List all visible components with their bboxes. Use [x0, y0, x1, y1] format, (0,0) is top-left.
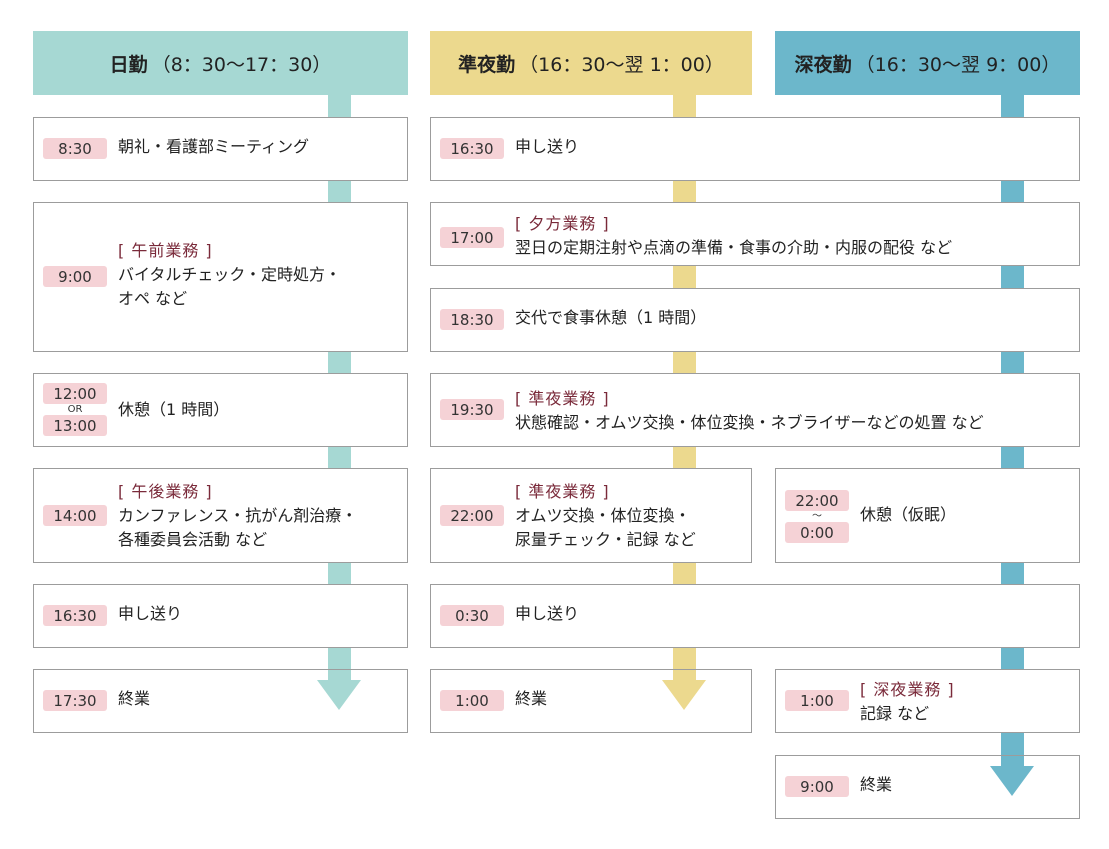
step-description: 申し送り	[515, 602, 1073, 626]
schedule-step: 17:00 [ 夕方業務 ] 翌日の定期注射や点滴の準備・食事の介助・内服の配役…	[430, 202, 1080, 266]
schedule-step: 1:00 終業	[430, 669, 752, 733]
step-description: 終業	[118, 687, 401, 711]
step-description: 朝礼・看護部ミーティング	[118, 135, 401, 159]
step-line: 記録 など	[860, 704, 930, 723]
step-description: 申し送り	[118, 602, 401, 626]
schedule-step: 22:00 〜 0:00 休憩（仮眠）	[775, 468, 1080, 563]
time-badge: 0:30	[440, 605, 504, 626]
evening-shift-title: 準夜勤	[458, 53, 516, 76]
step-description: [ 午前業務 ] バイタルチェック・定時処方・ オペ など	[118, 239, 401, 311]
step-description: 交代で食事休憩（1 時間）	[515, 306, 1073, 330]
step-line: 申し送り	[515, 137, 580, 156]
time-badge: 22:00	[785, 490, 849, 511]
night-shift-header: 深夜勤（16：30〜翌 9：00）	[775, 31, 1080, 95]
time-badge: 16:30	[440, 138, 504, 159]
day-shift-arrow-head	[317, 680, 361, 710]
time-badge: 0:00	[785, 522, 849, 543]
step-description: 申し送り	[515, 135, 1073, 159]
schedule-step: 1:00 [ 深夜業務 ] 記録 など	[775, 669, 1080, 733]
evening-shift-hours: （16：30〜翌 1：00）	[519, 53, 724, 76]
step-description: [ 準夜業務 ] 状態確認・オムツ交換・体位変換・ネブライザーなどの処置 など	[515, 387, 1073, 435]
step-line: バイタルチェック・定時処方・	[118, 265, 342, 284]
schedule-step: 19:30 [ 準夜業務 ] 状態確認・オムツ交換・体位変換・ネブライザーなどの…	[430, 373, 1080, 447]
schedule-step: 16:30 申し送り	[33, 584, 408, 648]
step-line: オムツ交換・体位変換・	[515, 506, 691, 525]
time-badge: 17:30	[43, 690, 107, 711]
step-description: [ 深夜業務 ] 記録 など	[860, 678, 1073, 726]
step-line: 終業	[118, 689, 151, 708]
step-description: 終業	[860, 773, 1073, 797]
step-category: [ 午後業務 ]	[118, 482, 213, 501]
schedule-step: 16:30 申し送り	[430, 117, 1080, 181]
time-range-badge: 12:00 OR 13:00	[43, 383, 107, 436]
step-line: 休憩（仮眠）	[860, 505, 957, 524]
time-badge: 12:00	[43, 383, 107, 404]
step-line: 休憩（1 時間）	[118, 400, 230, 419]
night-shift-hours: （16：30〜翌 9：00）	[855, 53, 1061, 76]
schedule-step: 0:30 申し送り	[430, 584, 1080, 648]
time-badge: 17:00	[440, 227, 504, 248]
night-shift-title: 深夜勤	[794, 53, 852, 76]
time-badge: 1:00	[785, 690, 849, 711]
schedule-step: 9:00 [ 午前業務 ] バイタルチェック・定時処方・ オペ など	[33, 202, 408, 352]
time-badge: 9:00	[43, 266, 107, 287]
step-category: [ 午前業務 ]	[118, 241, 213, 260]
schedule-step: 18:30 交代で食事休憩（1 時間）	[430, 288, 1080, 352]
step-line: オペ など	[118, 289, 188, 308]
time-badge: 9:00	[785, 776, 849, 797]
step-line: 申し送り	[515, 604, 580, 623]
day-shift-hours: （8：30〜17：30）	[151, 53, 332, 76]
time-badge: 18:30	[440, 309, 504, 330]
time-separator: OR	[67, 404, 83, 415]
step-line: 朝礼・看護部ミーティング	[118, 137, 310, 156]
step-description: 休憩（1 時間）	[118, 398, 401, 422]
step-category: [ 夕方業務 ]	[515, 214, 610, 233]
step-line: 終業	[860, 775, 893, 794]
schedule-step: 17:30 終業	[33, 669, 408, 733]
time-badge: 16:30	[43, 605, 107, 626]
step-description: 終業	[515, 687, 745, 711]
step-line: 翌日の定期注射や点滴の準備・食事の介助・内服の配役 など	[515, 238, 953, 257]
step-line: カンファレンス・抗がん剤治療・	[118, 506, 358, 525]
step-category: [ 深夜業務 ]	[860, 680, 955, 699]
step-description: 休憩（仮眠）	[860, 503, 1073, 527]
step-category: [ 準夜業務 ]	[515, 389, 610, 408]
schedule-step: 12:00 OR 13:00 休憩（1 時間）	[33, 373, 408, 447]
evening-shift-header: 準夜勤（16：30〜翌 1：00）	[430, 31, 752, 95]
time-badge: 22:00	[440, 505, 504, 526]
step-line: 申し送り	[118, 604, 183, 623]
time-badge: 14:00	[43, 505, 107, 526]
step-description: [ 準夜業務 ] オムツ交換・体位変換・ 尿量チェック・記録 など	[515, 480, 745, 552]
time-badge: 19:30	[440, 399, 504, 420]
time-badge: 1:00	[440, 690, 504, 711]
schedule-step: 9:00 終業	[775, 755, 1080, 819]
night-shift-arrow-head	[990, 766, 1034, 796]
day-shift-title: 日勤	[109, 53, 148, 76]
time-range-badge: 22:00 〜 0:00	[785, 490, 849, 543]
step-line: 状態確認・オムツ交換・体位変換・ネブライザーなどの処置 など	[515, 413, 984, 432]
schedule-step: 14:00 [ 午後業務 ] カンファレンス・抗がん剤治療・ 各種委員会活動 な…	[33, 468, 408, 563]
time-badge: 13:00	[43, 415, 107, 436]
time-separator: 〜	[812, 511, 822, 522]
step-line: 終業	[515, 689, 548, 708]
schedule-step: 22:00 [ 準夜業務 ] オムツ交換・体位変換・ 尿量チェック・記録 など	[430, 468, 752, 563]
evening-shift-arrow-head	[662, 680, 706, 710]
step-category: [ 準夜業務 ]	[515, 482, 610, 501]
step-description: [ 夕方業務 ] 翌日の定期注射や点滴の準備・食事の介助・内服の配役 など	[515, 212, 1073, 260]
step-description: [ 午後業務 ] カンファレンス・抗がん剤治療・ 各種委員会活動 など	[118, 480, 401, 552]
day-shift-header: 日勤（8：30〜17：30）	[33, 31, 408, 95]
step-line: 各種委員会活動 など	[118, 530, 268, 549]
time-badge: 8:30	[43, 138, 107, 159]
step-line: 尿量チェック・記録 など	[515, 530, 696, 549]
step-line: 交代で食事休憩（1 時間）	[515, 308, 707, 327]
schedule-step: 8:30 朝礼・看護部ミーティング	[33, 117, 408, 181]
